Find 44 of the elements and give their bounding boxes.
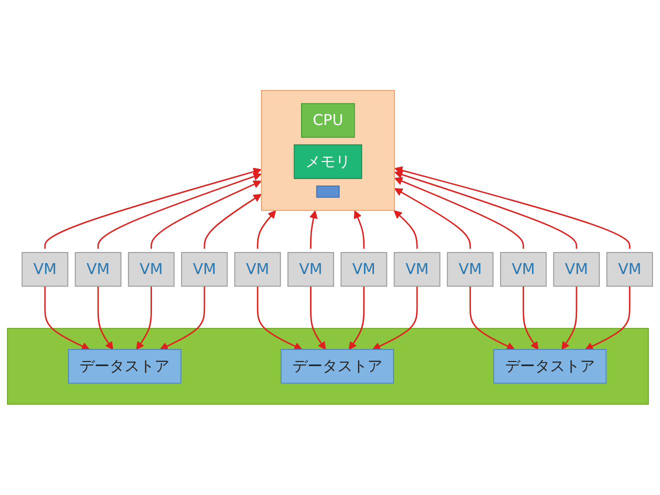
arrow (394, 210, 418, 249)
node-box: VM (340, 252, 388, 287)
arrow (97, 286, 114, 350)
arrow (394, 188, 471, 249)
arrow (394, 166, 630, 249)
node-box: VM (446, 252, 494, 287)
arrow (354, 210, 365, 249)
arrow (136, 286, 152, 350)
arrow (372, 286, 418, 350)
arrow (394, 177, 524, 249)
node-box: VM (553, 252, 600, 287)
node-box: CPU (301, 103, 355, 138)
cluster (7, 328, 649, 405)
arrow (348, 286, 365, 350)
arrow (256, 286, 302, 350)
node-box: VM (500, 252, 547, 287)
arrow (310, 286, 326, 350)
node-box: データストア (280, 349, 394, 384)
node-box: VM (394, 252, 440, 287)
arrow (44, 168, 262, 249)
node-box: VM (128, 252, 175, 287)
arrow (204, 194, 262, 249)
cluster (260, 90, 395, 211)
arrow (561, 286, 578, 350)
arrow (585, 286, 630, 350)
arrow (160, 286, 206, 350)
arrow (522, 286, 538, 350)
arrow (394, 170, 578, 249)
node-box: データストア (68, 349, 182, 384)
node-box: メモリ (294, 144, 362, 180)
arrow (256, 210, 276, 249)
node-box: データストア (493, 349, 607, 384)
node-box: VM (234, 252, 281, 287)
node-box (316, 186, 340, 198)
arrow (150, 180, 262, 249)
node-box: VM (287, 252, 334, 287)
arrow (470, 286, 515, 350)
arrow (97, 172, 262, 249)
node-box: VM (74, 252, 122, 287)
node-box: VM (181, 252, 228, 287)
arrow (44, 286, 90, 350)
node-box: VM (22, 252, 68, 287)
node-box: VM (606, 252, 653, 287)
arrow (310, 210, 318, 249)
